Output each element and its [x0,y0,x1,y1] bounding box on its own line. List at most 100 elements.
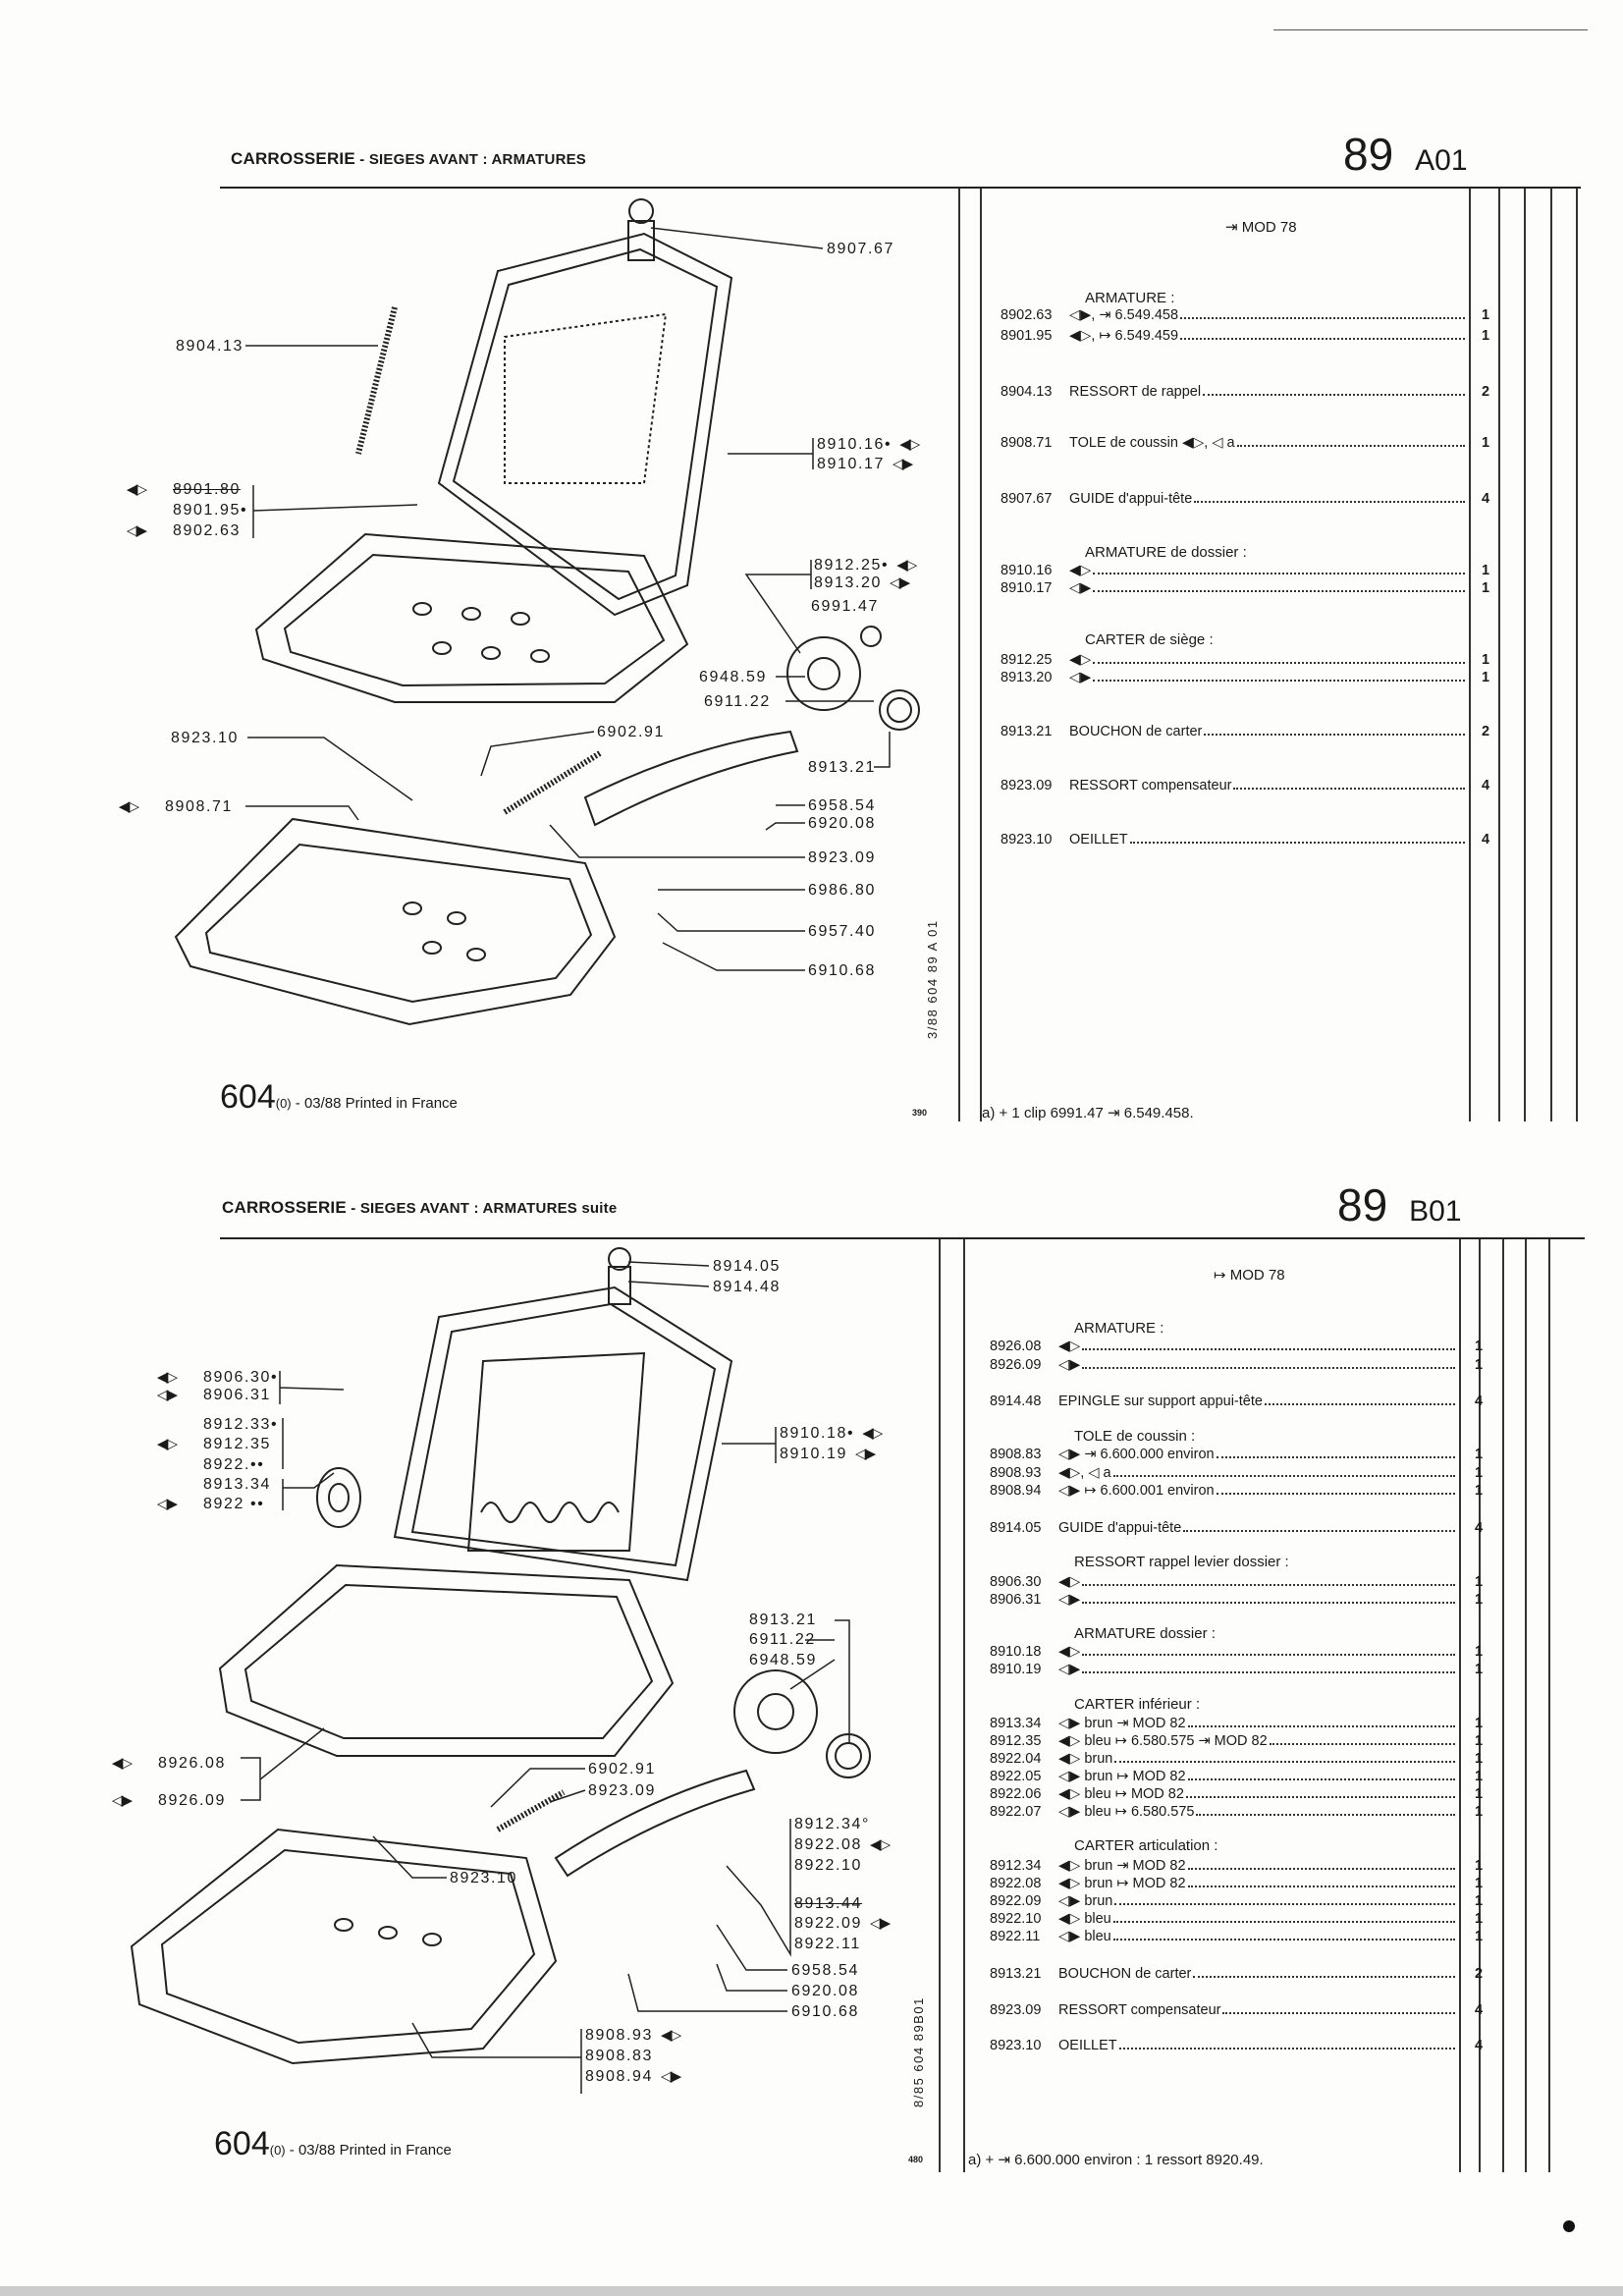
part-row: 8926.08◀▷1 [990,1337,1483,1354]
imprint-text: - 03/88 Printed in France [291,1095,458,1112]
callout-label: 8922 ••◁▶ [157,1496,265,1513]
spring-8904-13 [355,306,398,455]
model-note: ⇥ MOD 78 [1225,219,1297,236]
callout-number: 8908.83 [585,2048,654,2064]
divider [963,1239,965,2172]
dot-leader [1180,338,1465,340]
dot-leader [1216,1493,1455,1495]
part-description: ◁▶, ⇥ 6.549.458 [1069,307,1179,323]
callout-number: 6986.80 [808,882,877,899]
callout-label: 8901.80◀▷ [127,481,241,499]
dot-leader [1112,1475,1455,1477]
part-reference: 8912.35 [990,1733,1042,1749]
callout-label: 8910.19◁▶ [780,1446,876,1463]
callout-number: 8923.09 [808,849,877,866]
column-line [1479,1239,1481,2172]
part-reference: 8906.30 [990,1574,1042,1590]
side-indicator-icon: ◀▷ [126,481,147,498]
side-indicator-icon: ◁▶ [126,522,147,539]
callout-label: 6920.08 [808,815,876,833]
callout-label: 8912.35◀▷ [157,1436,272,1453]
part-description: ◁▶ brun ⇥ MOD 82 [1058,1716,1186,1731]
part-quantity: 1 [1474,1893,1484,1909]
title-sub: - SIEGES AVANT : ARMATURES [354,151,587,168]
side-indicator-icon: ◀▷ [896,557,917,574]
part-reference: 8908.93 [990,1465,1042,1481]
side-indicator-icon: ◁▶ [893,456,913,472]
side-indicator-icon: ◀▷ [111,1755,133,1772]
dot-leader [1236,445,1465,447]
callout-label: 8923.10 [171,730,239,747]
part-quantity: 4 [1481,832,1490,847]
model-note: ↦ MOD 78 [1214,1267,1285,1284]
part-quantity: 4 [1474,2038,1484,2053]
seat-back-frame [437,198,733,617]
callout-label: 8912.34° [794,1816,870,1833]
page-code: 480 [908,2155,924,2164]
part-description: ◁▶ ↦ 6.600.001 environ [1058,1483,1215,1499]
callout-label: 8906.30•◀▷ [157,1369,278,1387]
column-line [1576,189,1578,1121]
side-indicator-icon: ◀▷ [661,2027,681,2044]
dot-leader [1233,788,1465,790]
dot-leader [1093,662,1465,664]
part-quantity: 4 [1474,2002,1484,2018]
callout-label: 6957.40 [808,923,876,941]
part-reference: 8922.07 [990,1804,1042,1820]
section-code: 89 [1343,129,1394,180]
section-heading: ARMATURE dossier : [1074,1625,1216,1642]
callout-label: 8914.05 [713,1258,781,1276]
part-row: 8906.30◀▷1 [990,1572,1483,1590]
dot-leader [1112,1939,1455,1941]
callout-number: 8906.31 [203,1387,272,1403]
part-reference: 8912.25 [1001,652,1053,668]
side-indicator-icon: ◁▶ [870,1915,891,1932]
part-reference: 8913.34 [990,1716,1042,1731]
callout-number: 8913.21 [749,1612,818,1628]
part-reference: 8922.04 [990,1751,1042,1767]
part-row: 8910.17◁▶1 [1001,578,1489,596]
part-quantity: 1 [1481,435,1490,451]
callout-number: 8913.44 [794,1895,863,1912]
dot-leader [1203,394,1465,396]
imprint-model: 604 [214,2125,270,2162]
part-reference: 8922.06 [990,1786,1042,1802]
callout-number: 6902.91 [588,1761,657,1777]
title-main: CARROSSERIE [222,1198,347,1217]
spring-8923-09 [496,1789,566,1832]
part-description: ◁▶ brun ↦ MOD 82 [1058,1769,1186,1784]
part-reference: 8908.71 [1001,435,1053,451]
dot-leader [1129,842,1465,844]
callout-number: 8922.09 [794,1915,863,1932]
callout-number: 8910.19 [780,1446,848,1462]
column-line [1524,189,1526,1121]
part-reference: 8908.94 [990,1483,1042,1499]
side-indicator-icon: ◀▷ [156,1369,178,1386]
callout-number: 8910.16• [817,436,893,453]
side-indicator-icon: ◁▶ [890,574,910,591]
callout-number: 8904.13 [176,338,244,355]
callout-number: 8922 •• [203,1496,265,1512]
dot-leader [1193,1976,1455,1978]
part-description: ◁▶ ⇥ 6.600.000 environ [1058,1447,1215,1462]
callout-number: 8912.35 [203,1436,272,1452]
callout-label: 8902.63◁▶ [127,522,241,540]
part-description: ◀▷ bleu ↦ 6.580.575 ⇥ MOD 82 [1058,1733,1268,1749]
dot-leader [1082,1671,1455,1673]
dot-leader [1187,1725,1455,1727]
part-description: ◀▷ [1069,652,1092,668]
part-description: ◁▶ [1058,1592,1081,1608]
callout-label: 8913.20◁▶ [814,574,910,592]
callout-label: 8923.10 [450,1870,517,1887]
section-heading: CARTER inférieur : [1074,1696,1201,1713]
callout-label: 6948.59 [699,669,767,686]
